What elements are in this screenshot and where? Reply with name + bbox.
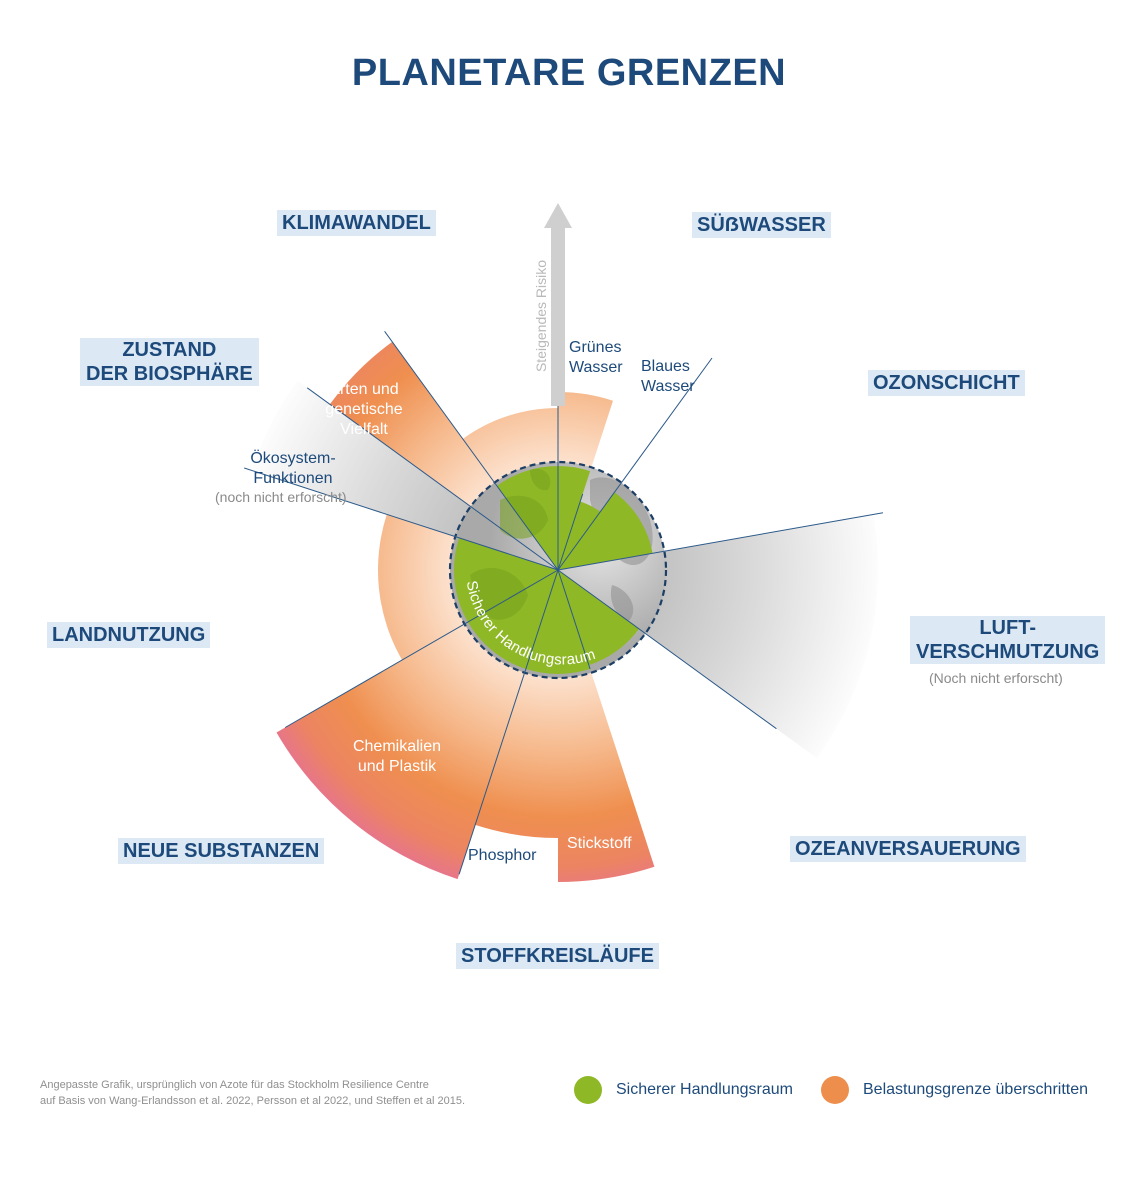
label-chemikalien-plastik: Chemikalien und Plastik <box>352 738 442 775</box>
label-oekosystem-funktionen: Ökosystem- Funktionen <box>250 450 336 487</box>
source-footnote-line2: auf Basis von Wang-Erlandsson et al. 202… <box>40 1095 465 1107</box>
label-blaues-wasser: Blaues Wasser <box>641 358 695 395</box>
sector-divider-line <box>384 331 559 571</box>
sector-divider-line <box>557 357 713 571</box>
safe-wedge-ozonschicht <box>558 492 653 570</box>
legend-safe-swatch <box>574 1076 602 1104</box>
label-biosphaere-line1: ZUSTAND <box>122 339 217 361</box>
label-landnutzung: LANDNUTZUNG <box>47 622 211 648</box>
sector-divider-line <box>284 569 559 728</box>
label-ozonschicht: OZONSCHICHT <box>868 370 1025 396</box>
legend-safe: Sicherer Handlungsraum <box>574 1076 793 1104</box>
safe-wedge-ozeanversauerung <box>558 570 639 666</box>
legend-exceeded: Belastungsgrenze überschritten <box>821 1076 1088 1104</box>
oekosystem-note: (noch nicht erforscht) <box>215 489 347 505</box>
sector-divider-line <box>458 569 559 875</box>
sector-divider-line <box>557 569 591 670</box>
label-suesswasser: SÜẞWASSER <box>692 212 831 238</box>
sector-divider-line <box>244 467 559 571</box>
safe-wedge-blaues-wasser <box>558 501 601 570</box>
label-biosphaere-line2: DER BIOSPHÄRE <box>86 363 253 385</box>
sector-divider-line <box>557 569 777 730</box>
risk-arrow <box>544 203 572 406</box>
label-phosphor: Phosphor <box>468 847 537 864</box>
legend-exceeded-label: Belastungsgrenze überschritten <box>863 1081 1089 1098</box>
label-gruenes-wasser: Grünes Wasser <box>569 339 623 376</box>
label-ozeanversauerung: OZEANVERSAUERUNG <box>790 836 1026 862</box>
label-stoffkreislaeufe: STOFFKREISLÄUFE <box>456 943 659 969</box>
sector-divider-line <box>557 493 584 571</box>
green-texture <box>470 468 551 620</box>
source-footnote: Angepasste Grafik, ursprünglich von Azot… <box>40 1077 465 1109</box>
label-luftverschmutzung: LUFT- VERSCHMUTZUNG <box>910 616 1106 664</box>
label-klimawandel: KLIMAWANDEL <box>277 210 436 236</box>
sector-divider-line <box>306 387 559 571</box>
label-stickstoff: Stickstoff <box>567 835 632 852</box>
legend-exceeded-swatch <box>821 1076 849 1104</box>
label-luft-line2: VERSCHMUTZUNG <box>916 641 1100 663</box>
label-biosphaere: ZUSTAND DER BIOSPHÄRE <box>80 338 259 386</box>
luft-note: (Noch nicht erforscht) <box>929 670 1063 686</box>
risk-arrow-label: Steigendes Risiko <box>533 260 549 372</box>
safe-zone-boundary <box>448 460 668 680</box>
sector-divider-line <box>557 512 884 571</box>
page-title: PLANETARE GRENZEN <box>351 52 787 94</box>
safe-wedge-chemikalien <box>467 570 558 669</box>
legend-safe-label: Sicherer Handlungsraum <box>616 1081 793 1098</box>
source-footnote-line1: Angepasste Grafik, ursprünglich von Azot… <box>40 1079 429 1091</box>
label-neue-substanzen: NEUE SUBSTANZEN <box>118 838 325 864</box>
label-arten-vielfalt: Arten und genetische Vielfalt <box>325 381 403 438</box>
label-luft-line1: LUFT- <box>979 617 1036 639</box>
